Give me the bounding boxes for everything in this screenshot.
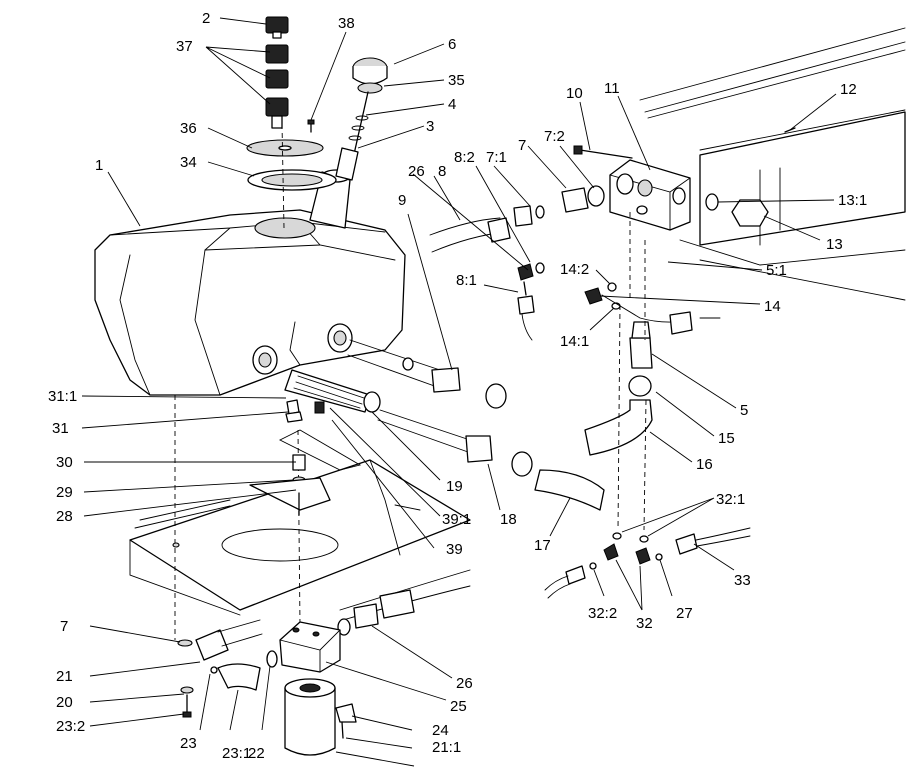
callout-24: 23:2 [56,718,85,735]
callout-8: 8 [438,163,446,180]
callout-8-1: 8:1 [456,272,477,289]
callout-28: 28 [56,508,73,525]
leader-lines [81,17,837,767]
callout-36: 36 [180,120,197,137]
breather-assembly [335,57,388,181]
callout-labels: 2 37 38 6 35 4 3 36 34 1 10 11 12 7:2 7 … [48,10,867,762]
callout-16: 16 [696,456,713,473]
callout-2: 2 [202,10,210,27]
callout-7-2: 7:2 [544,128,565,145]
callout-19: 19 [446,478,463,495]
callout-32-2-right: 27 [676,605,693,622]
suction-fittings [429,185,605,341]
callout-5-1: 5:1 [766,262,787,279]
centerlines [174,123,647,640]
callout-18: 18 [500,511,517,528]
hydraulic-tank [94,169,406,396]
callout-17: 17 [534,537,551,554]
callout-23-1: 22 [248,745,265,762]
filter-assembly [177,569,471,756]
callout-32-2-left: 32:2 [588,605,617,622]
callout-14-2: 14:2 [560,261,589,278]
callout-1: 1 [95,157,103,174]
callout-15: 15 [718,430,735,447]
callout-7-1: 7:1 [486,149,507,166]
callout-14-1: 14:1 [560,333,589,350]
callout-13: 13 [826,236,843,253]
callout-26-lower: 21 [56,668,73,685]
callout-37: 37 [176,38,193,55]
callout-4: 4 [448,96,456,113]
callout-8-2: 8:2 [454,149,475,166]
callout-5: 5 [740,402,748,419]
suction-line [284,321,653,511]
callout-12: 12 [840,81,857,98]
fitting-14 [584,282,721,335]
callout-3: 3 [426,118,434,135]
callout-7-lower: 26 [456,675,473,692]
callout-9: 9 [398,192,406,209]
callout-39: 39 [446,541,463,558]
callout-13-1: 13:1 [838,192,867,209]
callout-29: 29 [56,484,73,501]
callout-21: 25 [450,698,467,715]
callout-20: 24 [432,722,449,739]
callout-11: 11 [604,80,620,97]
callout-30: 30 [56,454,73,471]
callout-7: 7 [518,137,526,154]
callout-23: 23:1 [222,745,251,762]
callout-32-1: 32:1 [716,491,745,508]
callout-27: 7 [60,618,68,635]
callout-39-1: 39:1 [442,511,471,528]
return-fittings [544,527,751,599]
callout-14: 14 [764,298,781,315]
callout-23-2: 23 [180,735,197,752]
callout-33: 33 [734,572,751,589]
callout-25: 20 [56,694,73,711]
callout-38: 38 [338,15,355,32]
callout-35: 35 [448,72,465,89]
callout-6: 6 [448,36,456,53]
filler-cap-stack [246,16,337,191]
frame-rails [639,27,906,301]
callout-34: 34 [180,154,197,171]
callout-10: 10 [566,85,583,102]
callout-26: 26 [408,163,425,180]
callout-31: 31 [52,420,69,437]
callout-22: 21:1 [432,739,461,756]
callout-32: 32 [636,615,653,632]
callout-31-1: 31:1 [48,388,77,405]
